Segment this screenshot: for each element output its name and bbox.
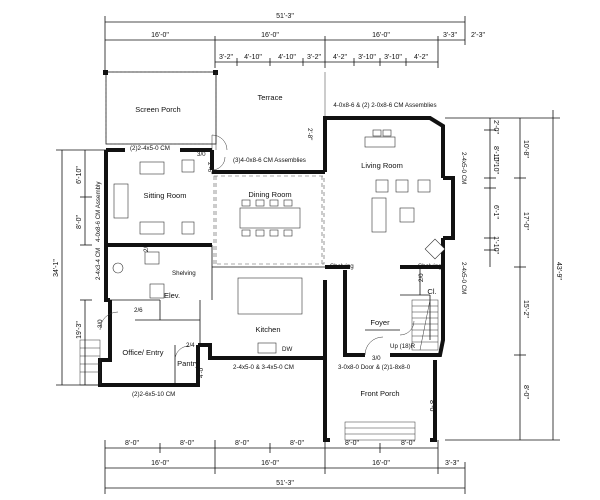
label-assemblies-top: 4-0x8-6 & (2) 2-0x8-6 CM Assemblies xyxy=(333,102,436,109)
furniture xyxy=(112,129,446,354)
label-d26b: 2/6 xyxy=(143,243,150,252)
stair xyxy=(411,299,439,351)
dim-top-row2: 3'-2" xyxy=(219,54,233,61)
dim-left-mid2: 8'-0" xyxy=(76,215,83,229)
label-door-30-foyer: 3/0 xyxy=(372,355,381,362)
room-screen-porch: Screen Porch xyxy=(135,105,180,114)
dim-top-row2: 4'-10" xyxy=(244,54,262,61)
dim-top-row2: 3'-2" xyxy=(307,54,321,61)
dim-bottom-row2: 16'-0" xyxy=(151,460,169,467)
label-door-30-left: 3/0 xyxy=(97,319,104,328)
dim-top-row1: 16'-0" xyxy=(261,32,279,39)
dim-bottom-row1: 8'-0" xyxy=(235,440,249,447)
dim-right-a: 1'-10" xyxy=(492,156,499,174)
dim-bottom-row1: 8'-0" xyxy=(290,440,304,447)
dim-right-small: 2'-3" xyxy=(471,32,485,39)
interior-walls xyxy=(109,245,431,385)
room-sitting-room: Sitting Room xyxy=(144,191,187,200)
dim-right-b: 15'-2" xyxy=(522,300,529,318)
label-cm-2-4x5: (2)2-4x5-0 CM xyxy=(130,145,170,152)
label-d28: 2'-8" xyxy=(306,128,313,140)
dim-top-row2: 3'-10" xyxy=(384,54,402,61)
label-assemblies-dining: (3)4-0x8-6 CM Assemblies xyxy=(233,157,306,164)
dim-left-mid1: 6'-10" xyxy=(76,166,83,184)
dim-bottom-row1: 8'-0" xyxy=(401,440,415,447)
room-office-entry: Office/ Entry xyxy=(122,348,163,357)
label-dw: DW xyxy=(282,346,292,353)
dim-right-b: 10'-8" xyxy=(522,140,529,158)
room-kitchen: Kitchen xyxy=(255,325,280,334)
room-pantry: Pantry xyxy=(177,359,199,368)
dim-top-row2: 4'-2" xyxy=(333,54,347,61)
label-d40: 4'-0" xyxy=(198,366,205,378)
label-d26c: 2/6 xyxy=(134,307,143,314)
dim-right-b: 17'-0" xyxy=(522,212,529,230)
entry-steps xyxy=(79,339,101,386)
dim-right-a: 2'-0" xyxy=(492,120,499,134)
label-door-30: 3/0 xyxy=(197,151,206,158)
room-foyer: Foyer xyxy=(370,318,390,327)
room-cl: Cl. xyxy=(427,287,436,296)
dim-bottom-row2: 16'-0" xyxy=(261,460,279,467)
room-dining-room: Dining Room xyxy=(248,190,291,199)
left-dimensions xyxy=(56,149,106,386)
bottom-dimensions xyxy=(104,440,466,494)
dim-top-row1: 3'-3" xyxy=(443,32,457,39)
dim-bottom-row1: 8'-0" xyxy=(125,440,139,447)
dim-top-row2: 4'-10" xyxy=(278,54,296,61)
dim-left-mid3: 19'-3" xyxy=(76,321,83,339)
dim-top-row1: 16'-0" xyxy=(372,32,390,39)
dim-top-row1: 16'-0" xyxy=(151,32,169,39)
label-shelving-2: Shelving xyxy=(330,263,354,270)
label-shelving-3: Shelving xyxy=(418,263,442,270)
room-front-porch: Front Porch xyxy=(360,389,399,398)
label-door-front: 3-0x8-0 Door & (2)1-8x8-0 xyxy=(338,364,411,371)
label-left-vert1: 4-0x8-6 CM Assembly xyxy=(95,181,102,242)
label-shelving-1: Shelving xyxy=(172,270,196,277)
door-swings xyxy=(99,134,415,361)
dim-right-outer: 43'-9" xyxy=(555,262,562,280)
dim-porch-side: 8'-0" xyxy=(428,400,435,414)
room-terrace: Terrace xyxy=(257,93,282,102)
dim-top-overall: 51'-3" xyxy=(276,13,294,20)
label-cl-door: 2/0 xyxy=(418,273,425,282)
right-dimensions xyxy=(445,110,560,441)
label-right-vert1: 2-4x5-0 CM xyxy=(460,152,467,184)
dim-bottom-row2: 16'-0" xyxy=(372,460,390,467)
beam-lines xyxy=(213,175,325,265)
dim-bottom-row1: 8'-0" xyxy=(345,440,359,447)
dim-left-outer: 34'-1" xyxy=(53,259,60,277)
label-d26: 2'-6" xyxy=(206,162,213,174)
dim-right-b: 8'-0" xyxy=(522,385,529,399)
porch-steps xyxy=(344,421,416,441)
dim-bottom-row2: 3'-3" xyxy=(445,460,459,467)
label-left-vert2: 2-4x3-4 CM xyxy=(95,248,102,280)
label-right-vert2: 2-4x5-0 CM xyxy=(460,262,467,294)
dim-bottom-row1: 8'-0" xyxy=(180,440,194,447)
room-living-room: Living Room xyxy=(361,161,403,170)
dim-right-a: 1'-10" xyxy=(492,236,499,254)
top-dimensions xyxy=(104,16,466,72)
label-kitchen-window: 2-4x5-0 & 3-4x5-0 CM xyxy=(233,364,294,371)
label-up-stairs: Up (18)R xyxy=(390,343,416,350)
label-d24: 2/4 xyxy=(186,342,195,349)
dim-bottom-overall: 51'-3" xyxy=(276,480,294,487)
label-office-window: (2)2-6x5-10 CM xyxy=(132,391,175,398)
dim-right-a: 8'-10" xyxy=(492,146,499,164)
dim-right-a: 6'-1" xyxy=(492,205,499,219)
dim-top-row2: 3'-10" xyxy=(358,54,376,61)
room-elev: Elev. xyxy=(164,291,180,300)
dim-top-row2: 4'-2" xyxy=(414,54,428,61)
